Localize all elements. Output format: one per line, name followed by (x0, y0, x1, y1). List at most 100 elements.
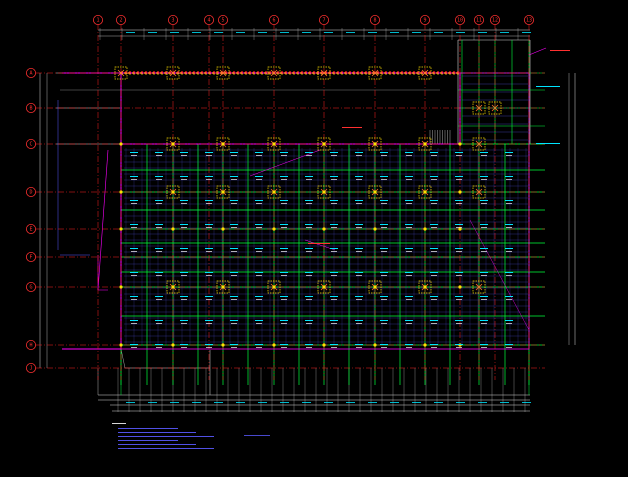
annotation-mark (180, 296, 188, 297)
annotation-mark-2 (206, 179, 212, 180)
beam-rebar-dot (380, 72, 382, 74)
annotation-mark-2 (181, 275, 187, 276)
grid-bubble-top (454, 14, 465, 25)
annotation-mark-2 (181, 251, 187, 252)
annotation-mark-2 (331, 179, 337, 180)
dimension-text-mark-top (390, 32, 399, 33)
beam-rebar-dot (284, 72, 286, 74)
annotation-mark (180, 200, 188, 201)
grid-bubble-top-label: 8 (373, 18, 376, 24)
beam-rebar-dot (280, 72, 282, 74)
annotation-mark-2 (381, 251, 387, 252)
column (317, 280, 331, 294)
annotation-mark-2 (156, 179, 162, 180)
annotation-mark-2 (131, 179, 137, 180)
column-cross (475, 283, 483, 291)
annotation-mark-2 (131, 323, 137, 324)
annotation-mark (380, 176, 388, 177)
annotation-mark (405, 224, 413, 225)
annotation-mark-2 (431, 275, 437, 276)
annotation-mark (230, 272, 238, 273)
dimension-text-mark (126, 402, 135, 403)
annotation-mark (505, 248, 513, 249)
beam-rebar-dot (428, 72, 430, 74)
beam-rebar-dot (128, 72, 130, 74)
annotation-mark (455, 320, 463, 321)
annotation-mark-2 (231, 347, 237, 348)
annotation-mark (330, 176, 338, 177)
annotation-mark-2 (356, 203, 362, 204)
annotation-mark-2 (306, 203, 312, 204)
annotation-mark-2 (181, 227, 187, 228)
annotation-mark (455, 152, 463, 153)
annotation-mark (380, 248, 388, 249)
annotation-mark-2 (381, 155, 387, 156)
annotation-mark-2 (431, 155, 437, 156)
callout-mark (342, 127, 362, 128)
annotation-mark-2 (131, 347, 137, 348)
column-dot (272, 227, 276, 231)
annotation-mark (505, 296, 513, 297)
leader-diagonal-3 (469, 219, 530, 331)
beam-rebar-dot (356, 72, 358, 74)
annotation-mark (280, 152, 288, 153)
annotation-mark-2 (231, 299, 237, 300)
annotation-mark (255, 152, 263, 153)
dimension-text-mark (258, 402, 267, 403)
annotation-mark (380, 152, 388, 153)
column (472, 101, 486, 115)
annotation-mark-2 (181, 155, 187, 156)
annotation-mark (355, 200, 363, 201)
annotation-mark-2 (506, 179, 512, 180)
beam-rebar-dot (296, 72, 298, 74)
annotation-mark (405, 200, 413, 201)
annotation-mark-2 (506, 299, 512, 300)
annotation-mark-2 (206, 251, 212, 252)
beam-rebar-dot (176, 72, 178, 74)
annotation-mark (205, 224, 213, 225)
column-dot (322, 227, 326, 231)
column (472, 280, 486, 294)
annotation-mark (430, 152, 438, 153)
column (216, 137, 230, 151)
beam-rebar-dot (392, 72, 394, 74)
beam-rebar-dot (360, 72, 362, 74)
annotation-mark (155, 296, 163, 297)
annotation-mark (355, 344, 363, 345)
beam-rebar-dot (200, 72, 202, 74)
general-notes-line (118, 440, 178, 441)
grid-bubble-left-label: J (29, 366, 32, 372)
grid-bubble-top-label: 7 (322, 18, 325, 24)
annotation-mark-2 (306, 275, 312, 276)
beam-rebar-dot (396, 72, 398, 74)
grid-bubble-top (167, 14, 178, 25)
column (216, 185, 230, 199)
annotation-mark (180, 152, 188, 153)
column (418, 137, 432, 151)
annotation-mark-2 (256, 227, 262, 228)
annotation-mark (155, 272, 163, 273)
beam-rebar-dot (408, 72, 410, 74)
general-notes-line (118, 448, 214, 449)
beam-rebar-dot (444, 72, 446, 74)
grid-bubble-left (25, 68, 36, 79)
column (368, 185, 382, 199)
annotation-mark (305, 152, 313, 153)
column (368, 280, 382, 294)
dimension-text-mark (148, 402, 157, 403)
grid-bubble-top (369, 14, 380, 25)
dimension-text-mark-top (214, 32, 223, 33)
annotation-mark-2 (381, 347, 387, 348)
annotation-mark (355, 248, 363, 249)
annotation-mark-2 (481, 227, 487, 228)
annotation-mark-2 (431, 203, 437, 204)
dimension-text-mark (434, 402, 443, 403)
annotation-mark-2 (356, 251, 362, 252)
beam-rebar-dot (212, 72, 214, 74)
dimension-text-mark-top (302, 32, 311, 33)
column (114, 66, 128, 80)
grid-bubble-top (217, 14, 228, 25)
annotation-mark-2 (356, 275, 362, 276)
column-dot (373, 190, 377, 194)
